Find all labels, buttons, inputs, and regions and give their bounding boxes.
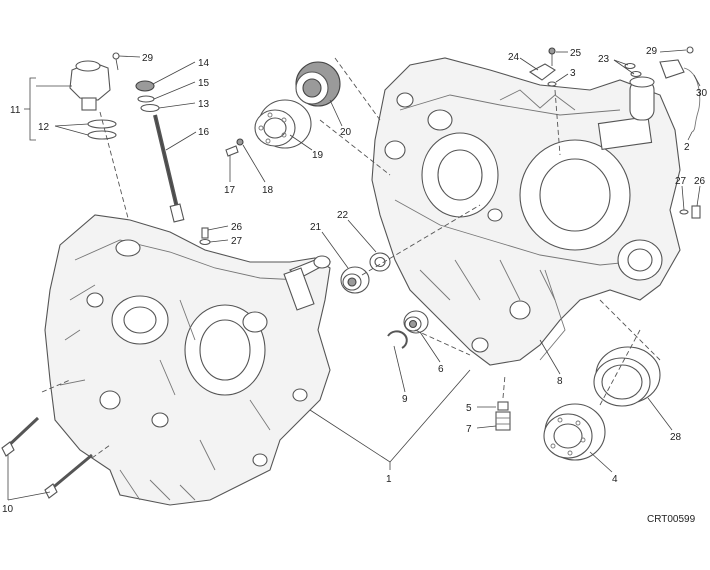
callout-29-left: 29 [142,53,154,64]
dowel-26-ring-27-right [679,205,701,219]
bearing-21 [340,266,370,294]
drain-plug-5-7 [495,401,511,431]
callout-18: 18 [262,185,274,196]
callout-4: 4 [612,474,618,485]
callout-3: 3 [570,68,576,79]
callout-5: 5 [466,403,472,414]
leader-lines [7,49,701,501]
callout-19: 19 [312,150,324,161]
callout-14: 14 [198,58,210,69]
assembly-guide-lines [41,57,661,459]
bush-28 [593,346,661,407]
dowel-26-ring-27-left [199,227,211,246]
drawing-code: CRT00599 [647,514,696,525]
screw-17-washer-18 [225,138,244,157]
callout-15: 15 [198,78,210,89]
callout-20: 20 [340,127,352,138]
callout-7: 7 [466,424,472,435]
callout-6: 6 [438,364,444,375]
o-rings [87,119,117,140]
bearing-6 [403,310,429,334]
screw-29-left [112,52,120,71]
circlip-9 [387,330,408,349]
callout-2: 2 [684,142,690,153]
callout-25: 25 [570,48,582,59]
rings-23 [624,62,642,78]
clip-screw-washer-24-25-3 [528,47,557,87]
callout-8: 8 [557,376,563,387]
oil-seal-20 [295,61,341,107]
washer-22 [369,252,391,272]
callout-21: 21 [310,222,322,233]
callout-17: 17 [224,185,236,196]
bearing-19 [254,99,312,149]
callout-9: 9 [402,394,408,405]
callout-29-right: 29 [646,46,658,57]
left-crankcase-half [44,214,332,506]
callout-1: 1 [386,474,392,485]
callout-24: 24 [508,52,520,63]
callout-26-left: 26 [231,222,243,233]
callout-11: 11 [10,105,21,116]
callout-10: 10 [2,504,14,515]
callout-28: 28 [670,432,682,443]
callout-12: 12 [38,122,50,133]
callout-23: 23 [598,54,610,65]
oil-dipstick-rod [153,114,185,223]
long-bolts-10 [1,416,93,499]
callout-26-right: 26 [694,176,706,187]
callout-27-right: 27 [675,176,687,187]
callout-16: 16 [198,127,210,138]
callout-13: 13 [198,99,210,110]
right-crankcase-half [371,57,681,366]
sensor-30-cable [659,46,701,133]
bearing-4 [543,403,606,461]
sensor-housing [69,60,111,111]
callout-30: 30 [696,88,708,99]
callout-22: 22 [337,210,349,221]
cap-seal-ring-stack [135,80,160,113]
callout-labels: 11 12 29 14 15 13 16 17 18 26 27 19 20 2… [2,46,708,515]
callout-27-left: 27 [231,236,243,247]
